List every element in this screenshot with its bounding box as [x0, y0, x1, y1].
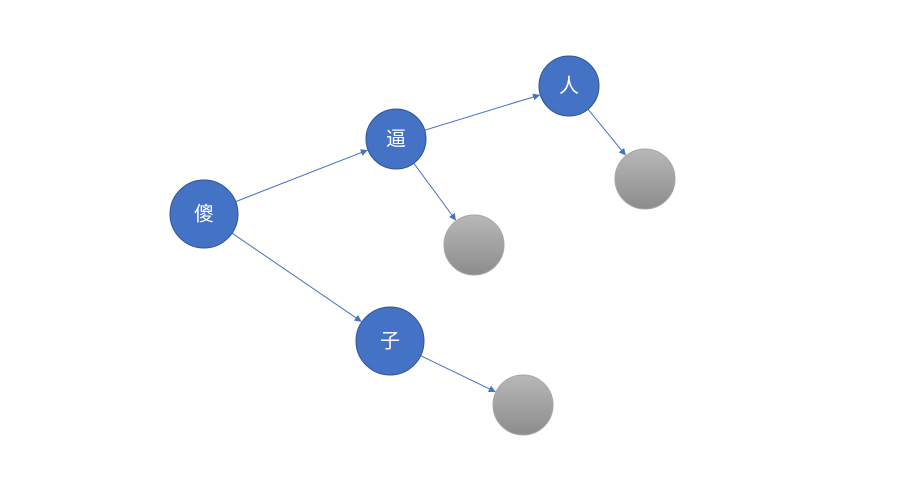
char-node-circle — [169, 179, 239, 249]
node-label: 逼 — [386, 127, 406, 151]
char-node: 逼 — [365, 108, 427, 170]
end-node — [443, 214, 505, 276]
char-node: 人 — [538, 55, 600, 117]
edge-sha-to-bi — [235, 149, 368, 203]
end-node-circle — [443, 214, 505, 276]
edge-sha-to-zi — [231, 232, 362, 322]
edge-zi-to-leaf_zi — [420, 355, 496, 393]
end-node — [492, 374, 554, 436]
char-node-circle — [355, 306, 425, 376]
node-label: 子 — [380, 329, 400, 353]
node-label: 人 — [559, 74, 579, 98]
edge-ren-to-leaf_ren — [587, 108, 626, 156]
char-node-circle — [538, 55, 600, 117]
nodes-layer: 傻 逼 人子 — [169, 55, 676, 436]
node-label: 傻 — [194, 202, 214, 226]
char-node: 傻 — [169, 179, 239, 249]
end-node-circle — [492, 374, 554, 436]
edge-bi-to-ren — [424, 93, 541, 131]
edges-layer — [231, 93, 626, 393]
end-node-circle — [614, 148, 676, 210]
char-node-circle — [365, 108, 427, 170]
end-node — [614, 148, 676, 210]
edge-bi-to-leaf_bi — [413, 162, 457, 221]
char-node: 子 — [355, 306, 425, 376]
